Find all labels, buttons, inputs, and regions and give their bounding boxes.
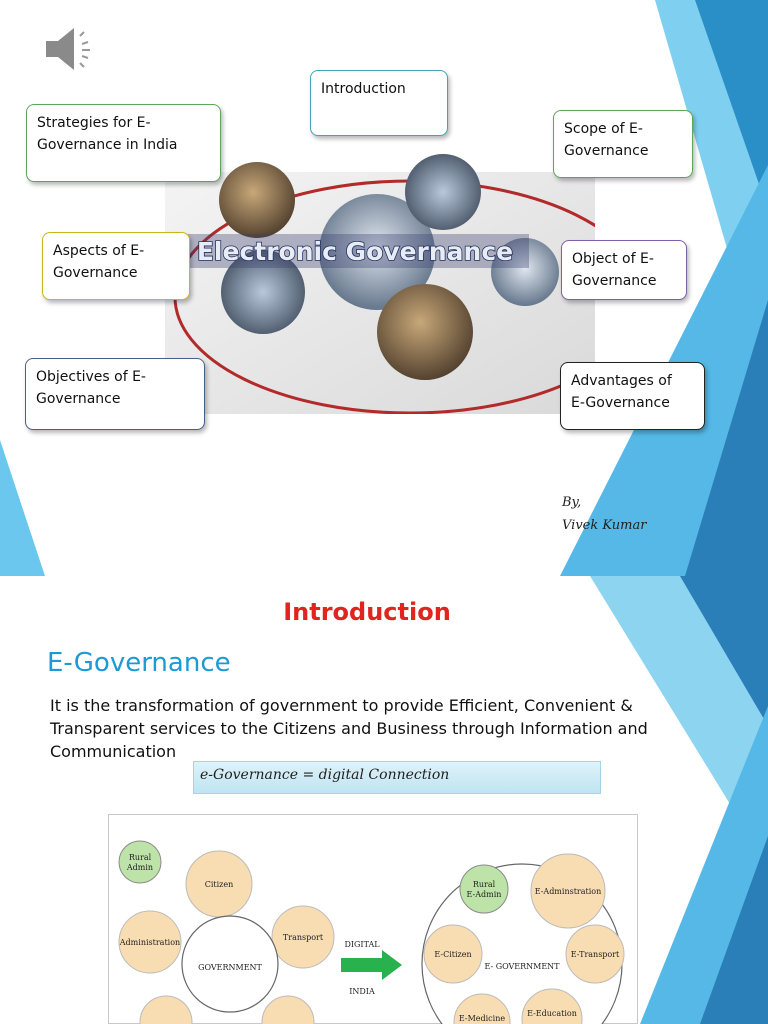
scope-line1: Scope of E- <box>564 121 643 137</box>
node-e-medicine-label: E-Medicine <box>459 1014 505 1023</box>
section-heading: E-Governance <box>47 648 231 678</box>
photo-city <box>405 154 481 230</box>
digital-india-line2: INDIA <box>349 987 375 996</box>
node-e-adminstration <box>530 853 606 929</box>
object-box[interactable]: Object of E- Governance <box>561 240 687 300</box>
node-rural-e-admin <box>459 864 509 914</box>
node-e-medicine <box>453 993 511 1024</box>
node-partial-left <box>139 995 193 1024</box>
objectives-line2: Governance <box>36 391 121 407</box>
photo-atm <box>221 250 305 334</box>
object-line1: Object of E- <box>572 251 654 267</box>
node-e-education-label: E-Education <box>527 1009 577 1018</box>
aspects-line2: Governance <box>53 265 138 281</box>
node-e-education <box>521 988 583 1024</box>
node-e-citizen <box>423 924 483 984</box>
photo-crowd <box>377 284 473 380</box>
aspects-box[interactable]: Aspects of E- Governance <box>42 232 190 300</box>
node-e-adminstration-label: E-Adminstration <box>535 887 602 896</box>
node-e-citizen-label: E-Citizen <box>434 950 471 959</box>
node-citizen-label: Citizen <box>205 880 234 889</box>
speaker-icon[interactable] <box>44 26 98 72</box>
photo-phone <box>491 238 559 306</box>
slide-title-menu: Electronic Governance Strategies for E- … <box>0 0 768 576</box>
scope-line2: Governance <box>564 143 649 159</box>
deco-triangle-top-dark <box>695 0 768 210</box>
advantages-box[interactable]: Advantages of E-Governance <box>560 362 705 430</box>
deco-triangle-bottom-dark <box>685 300 768 576</box>
slide-introduction: Introduction E-Governance It is the tran… <box>0 576 768 1024</box>
node-e-transport-label: E-Transport <box>571 950 620 959</box>
node-rural-admin-line1: Rural <box>129 853 152 862</box>
slide2-background-decoration <box>590 576 768 1024</box>
photo-satellite-dish <box>319 194 435 310</box>
node-government-label: GOVERNMENT <box>198 963 262 972</box>
node-transport-label: Transport <box>283 933 324 942</box>
objectives-box[interactable]: Objectives of E- Governance <box>25 358 205 430</box>
node-e-government-label: E- GOVERNMENT <box>484 962 560 971</box>
advantages-line2: E-Governance <box>571 395 670 411</box>
node-rural-e-admin-line1: Rural <box>473 880 496 889</box>
deco-triangle-bottom-dark <box>700 836 768 1024</box>
node-transport <box>271 905 335 969</box>
node-partial-center <box>261 995 315 1024</box>
equation-banner: e-Governance = digital Connection <box>193 761 601 794</box>
collage-title: Electronic Governance <box>197 237 513 266</box>
slide-title: Introduction <box>283 598 451 626</box>
byline-author: Vivek Kumar <box>562 518 647 533</box>
photo-people <box>219 162 295 238</box>
deco-triangle-top-dark <box>680 576 768 726</box>
node-administration-label: Administration <box>119 938 180 947</box>
strategies-box[interactable]: Strategies for E- Governance in India <box>26 104 221 182</box>
node-rural-admin <box>118 840 162 884</box>
node-rural-e-admin-line2: E-Admin <box>467 890 502 899</box>
digital-india-arrow <box>341 950 402 980</box>
advantages-line1: Advantages of <box>571 373 672 389</box>
definition-paragraph: It is the transformation of government t… <box>50 696 648 761</box>
byline-label: By, <box>562 495 582 510</box>
slide1-background-decoration <box>0 0 768 576</box>
aspects-line1: Aspects of E- <box>53 243 145 259</box>
objectives-line1: Objectives of E- <box>36 369 146 385</box>
node-government <box>181 915 279 1013</box>
strategies-line2: Governance in India <box>37 137 178 153</box>
deco-triangle-left <box>0 440 45 576</box>
object-line2: Governance <box>572 273 657 289</box>
strategies-line1: Strategies for E- <box>37 115 151 131</box>
node-rural-admin-line2: Admin <box>126 863 153 872</box>
node-e-transport <box>565 924 625 984</box>
node-administration <box>118 910 182 974</box>
introduction-box[interactable]: Introduction <box>310 70 448 136</box>
introduction-line1: Introduction <box>321 81 406 97</box>
e-governance-diagram: Rural Admin Citizen Administration Trans… <box>108 814 638 1024</box>
scope-box[interactable]: Scope of E- Governance <box>553 110 693 178</box>
electronic-governance-collage: Electronic Governance <box>165 154 595 414</box>
digital-india-line1: DIGITAL <box>344 940 380 949</box>
